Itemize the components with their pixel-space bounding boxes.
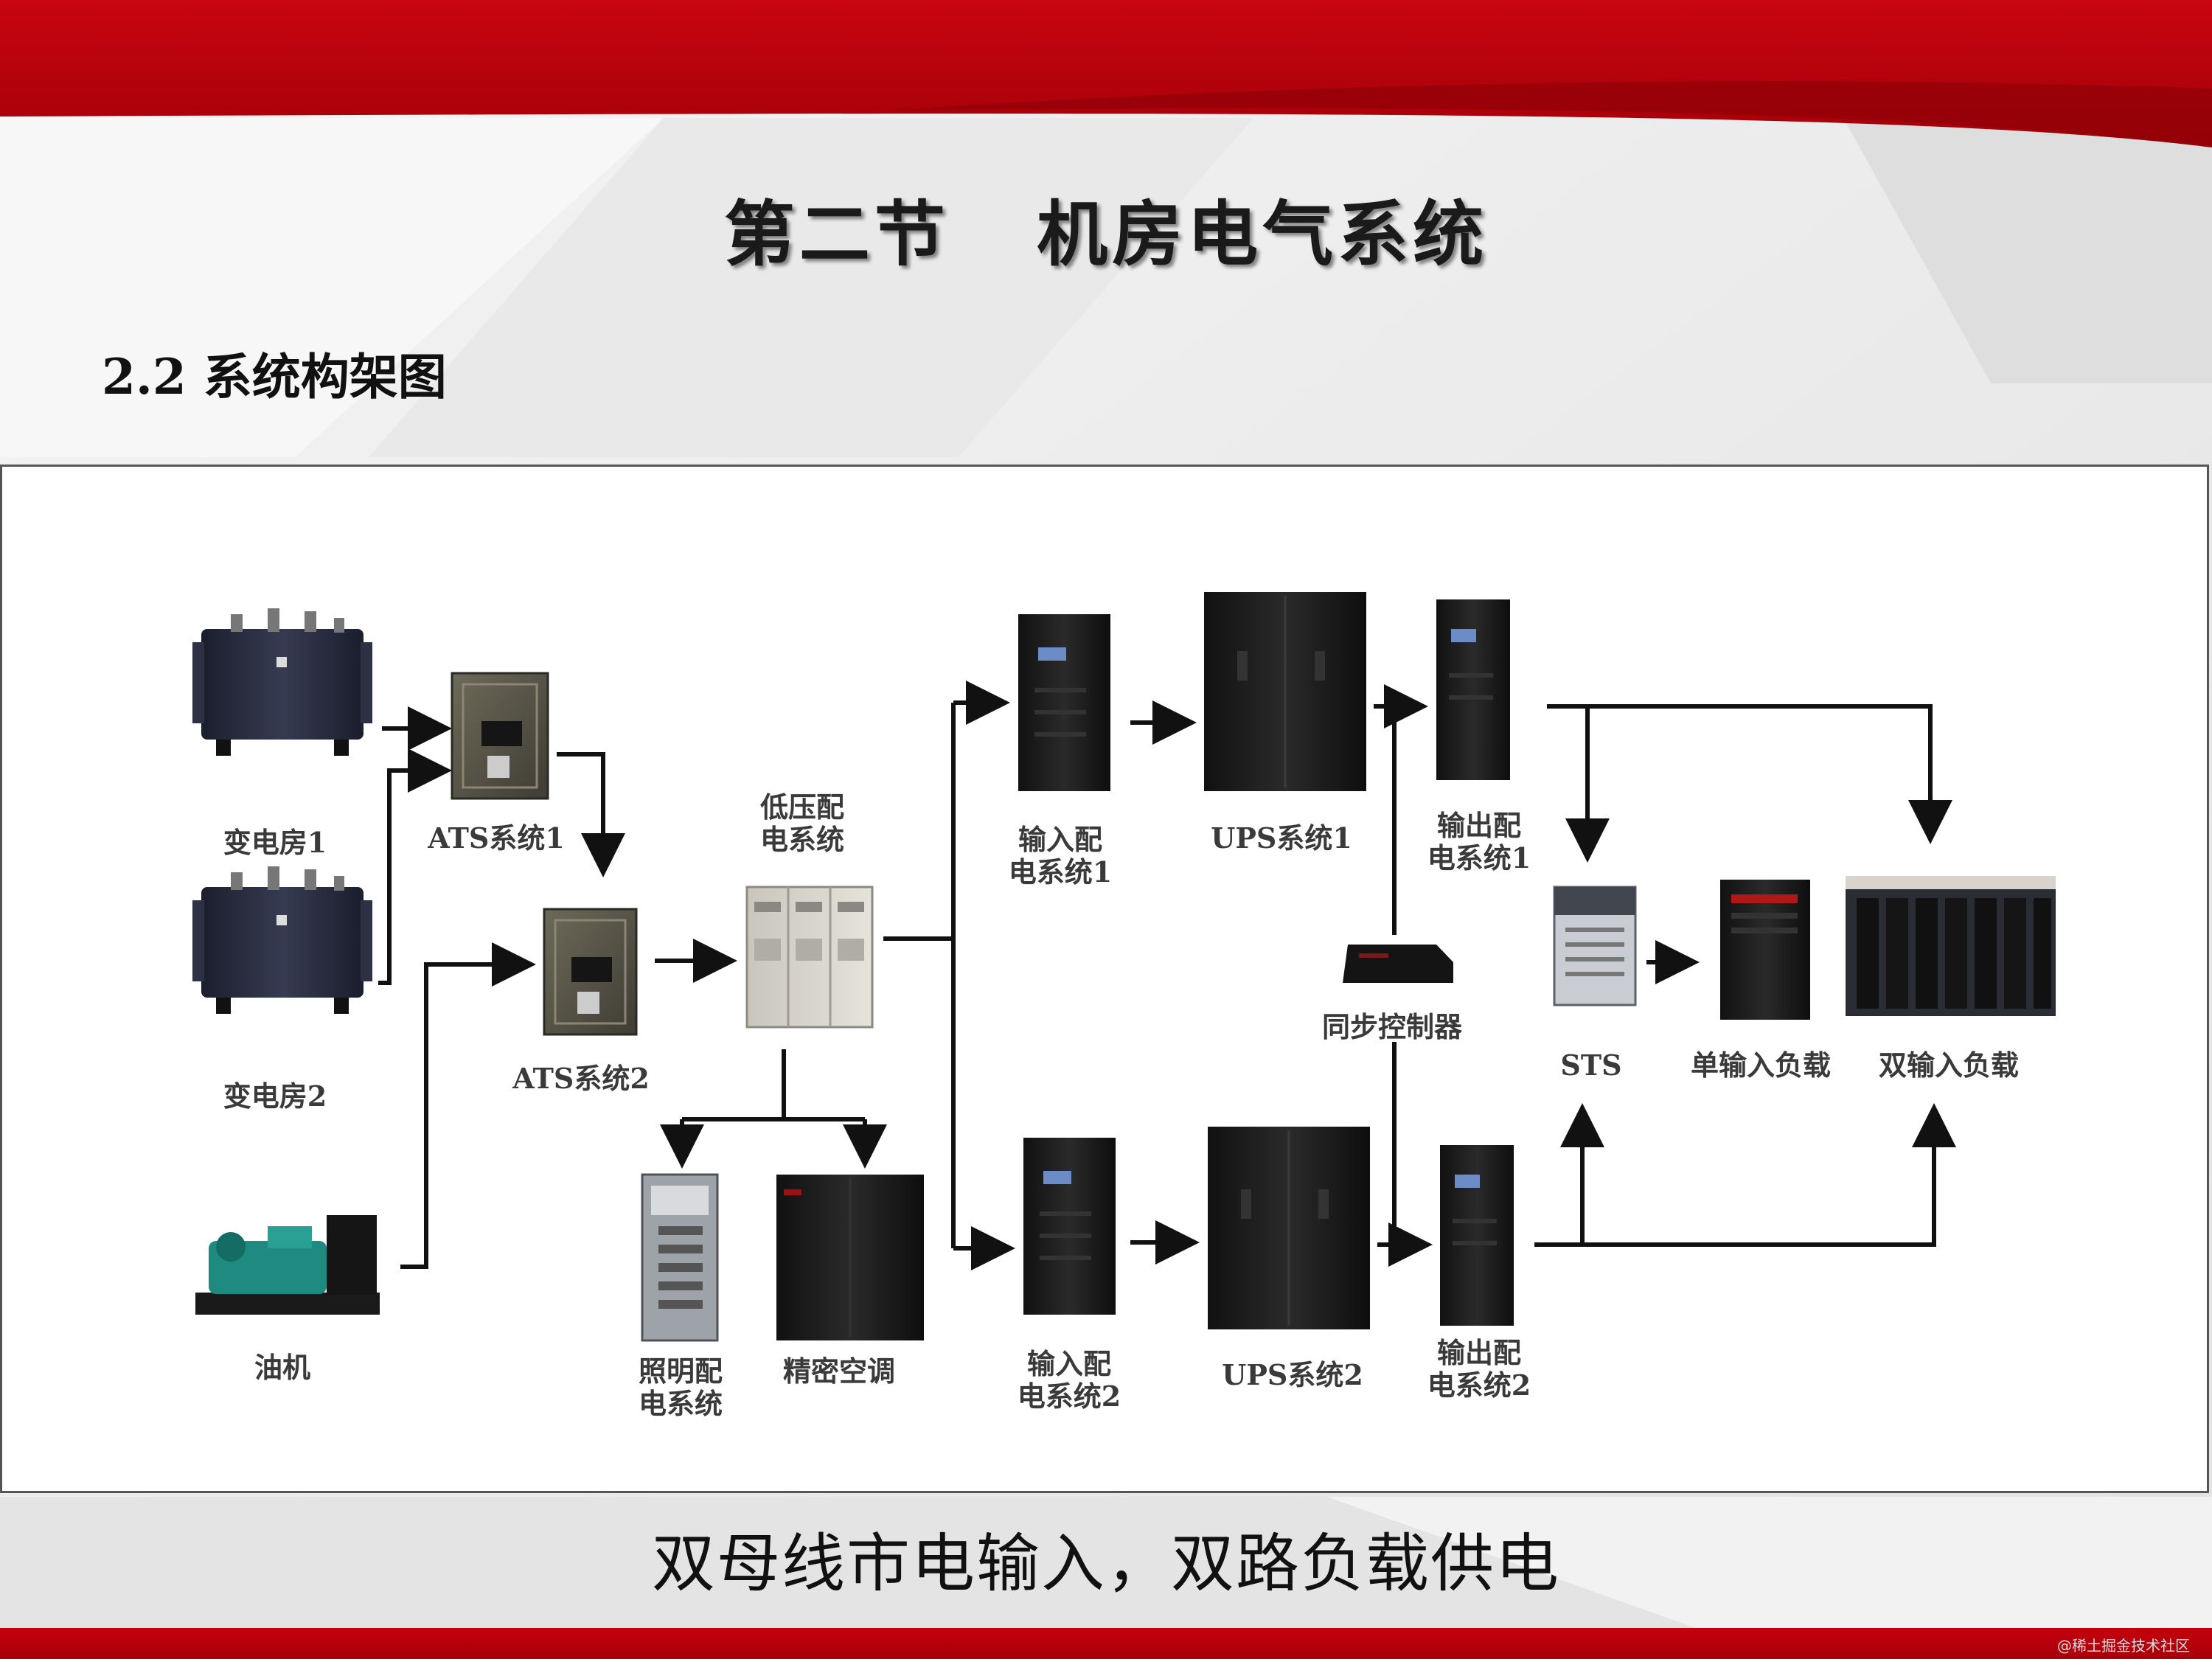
lv-switchgear-icon <box>745 886 874 1029</box>
output-dist2-label: 输出配 电系统2 <box>1416 1337 1542 1402</box>
output-dist2-label-line1: 输出配 <box>1436 1336 1521 1369</box>
sts-label: STS <box>1560 1048 1622 1082</box>
lighting-label-line2: 电系统 <box>638 1387 723 1420</box>
ats2-icon <box>543 908 638 1036</box>
ups1-icon <box>1204 592 1366 791</box>
sts-icon <box>1553 886 1637 1006</box>
single-load-icon <box>1720 880 1810 1020</box>
ups1-label: UPS系统1 <box>1211 821 1352 855</box>
output-dist1-icon <box>1436 599 1510 780</box>
input-dist2-icon <box>1023 1138 1116 1315</box>
diagram-canvas <box>192 592 2056 1342</box>
ups2-icon <box>1208 1127 1370 1329</box>
input-dist1-label-line2: 电系统1 <box>1008 855 1113 888</box>
transformer2-label: 变电房2 <box>223 1079 327 1113</box>
input-dist1-label: 输入配 电系统1 <box>998 824 1123 888</box>
output-dist1-label-line2: 电系统1 <box>1427 841 1531 874</box>
dual-load-icon <box>1846 876 2056 1016</box>
input-dist2-label-line2: 电系统2 <box>1017 1380 1121 1413</box>
lv-label-line1: 低压配 <box>759 790 844 824</box>
top-red-band <box>0 0 2212 147</box>
input-dist1-label-line1: 输入配 <box>1018 823 1102 856</box>
output-dist2-label-line2: 电系统2 <box>1427 1368 1531 1402</box>
slide-caption: 双母线市电输入，双路负载供电 <box>652 1527 1560 1601</box>
input-dist2-label: 输入配 电系统2 <box>1006 1348 1132 1413</box>
output-dist1-label-line1: 输出配 <box>1436 809 1521 842</box>
bottom-red-band <box>0 1628 2212 1659</box>
sync-controller-label: 同步控制器 <box>1321 1010 1462 1043</box>
lighting-label: 照明配 电系统 <box>625 1355 736 1420</box>
sync-controller-icon <box>1343 945 1453 983</box>
dual-load-label: 双输入负载 <box>1878 1048 2019 1082</box>
ats1-label: ATS系统1 <box>428 821 565 855</box>
section-heading: 2.2 系统构架图 <box>102 348 447 406</box>
single-load-label: 单输入负载 <box>1690 1048 1831 1082</box>
input-dist2-label-line1: 输入配 <box>1026 1347 1111 1380</box>
output-dist2-icon <box>1440 1145 1514 1326</box>
precision-ac-icon <box>776 1175 924 1340</box>
ac-label: 精密空调 <box>782 1354 895 1388</box>
output-dist1-label: 输出配 电系统1 <box>1416 810 1542 874</box>
lighting-panel-icon <box>641 1173 719 1342</box>
generator-label: 油机 <box>254 1351 310 1384</box>
lighting-label-line1: 照明配 <box>638 1354 723 1388</box>
transformer1-icon <box>192 608 372 756</box>
ups2-label: UPS系统2 <box>1222 1358 1363 1391</box>
architecture-diagram: 变电房1 变电房2 油机 ATS系统1 ATS系统2 低压配 电系统 照明配 电… <box>0 465 2209 1493</box>
ats1-icon <box>451 672 549 800</box>
lv-label: 低压配 电系统 <box>740 791 865 856</box>
transformer2-icon <box>192 866 372 1014</box>
input-dist1-icon <box>1018 614 1110 791</box>
generator-icon <box>195 1215 380 1315</box>
connector-lines <box>378 681 1956 1270</box>
slide-title: 第二节 机房电气系统 <box>723 193 1489 276</box>
ats2-label: ATS系统2 <box>512 1062 650 1095</box>
transformer1-label: 变电房1 <box>223 826 327 859</box>
lv-label-line2: 电系统 <box>759 823 844 856</box>
watermark: @稀土掘金技术社区 <box>2057 1637 2190 1655</box>
